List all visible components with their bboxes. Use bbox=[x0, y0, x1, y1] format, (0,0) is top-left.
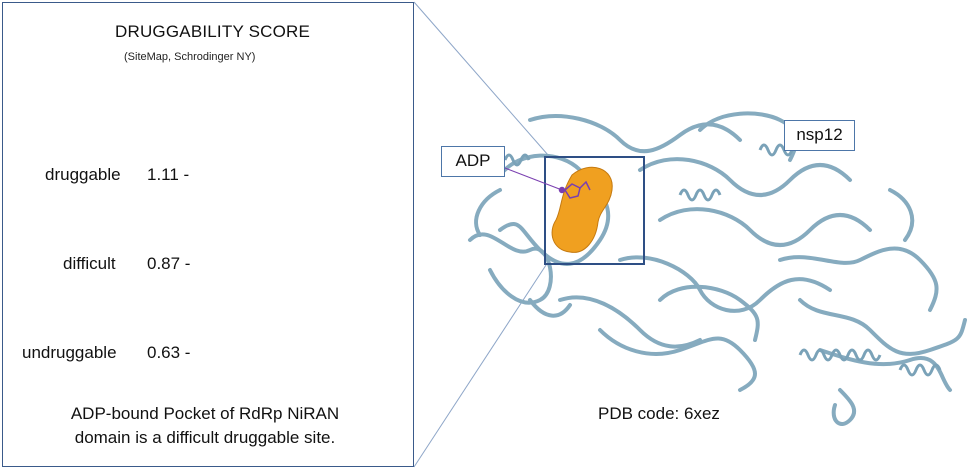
scale-title: DRUGGABILITY SCORE bbox=[115, 22, 311, 41]
protein-helices bbox=[503, 143, 942, 377]
panel-caption: ADP-bound Pocket of RdRp NiRAN domain is… bbox=[0, 402, 410, 450]
caption-line-2: domain is a difficult druggable site. bbox=[74, 428, 336, 447]
druggability-panel bbox=[2, 2, 414, 467]
pdb-code: PDB code: 6xez bbox=[598, 404, 720, 423]
difficult-label: difficult bbox=[63, 254, 116, 273]
zoom-line-top bbox=[413, 1, 549, 156]
caption-line-1: ADP-bound Pocket of RdRp NiRAN bbox=[70, 404, 340, 423]
druggable-label: druggable bbox=[45, 165, 121, 184]
scale-subtitle: (SiteMap, Schrodinger NY) bbox=[124, 51, 256, 63]
adp-connector-line bbox=[504, 167, 563, 191]
difficult-value: 0.87 - bbox=[147, 254, 191, 273]
druggable-value: 1.11 - bbox=[147, 165, 190, 184]
undruggable-label: undruggable bbox=[22, 343, 117, 362]
zoom-line-bottom bbox=[413, 261, 549, 468]
binding-pocket-surface bbox=[551, 166, 613, 253]
adp-label: ADP bbox=[441, 146, 505, 177]
pocket-zoom-box bbox=[544, 156, 645, 265]
protein-ribbon bbox=[468, 111, 967, 426]
pocket-score-value: 0.85 bbox=[260, 255, 294, 274]
undruggable-value: 0.63 - bbox=[147, 343, 191, 362]
nsp12-label: nsp12 bbox=[784, 120, 855, 151]
